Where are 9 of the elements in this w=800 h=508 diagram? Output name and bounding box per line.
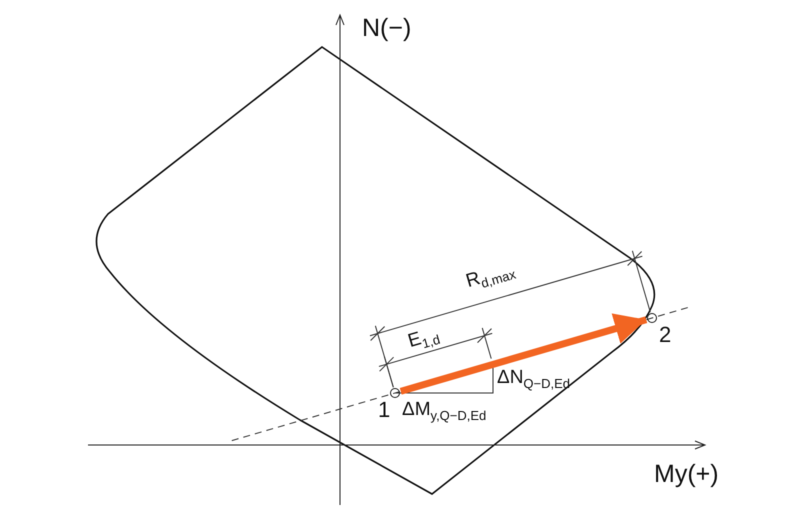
point-marker (646, 312, 656, 322)
axis-label: My(+) (654, 462, 719, 487)
component-label: ΔN$_{Q−D,Ed}$ (497, 368, 570, 390)
point-number: 1 (378, 399, 390, 421)
point-number: 2 (659, 324, 672, 346)
component-label: ΔM$_{y,Q−D,Ed}$ (402, 400, 486, 422)
point-marker (390, 388, 400, 398)
arrow (400, 313, 648, 395)
axis-label: N(−) (362, 16, 412, 41)
